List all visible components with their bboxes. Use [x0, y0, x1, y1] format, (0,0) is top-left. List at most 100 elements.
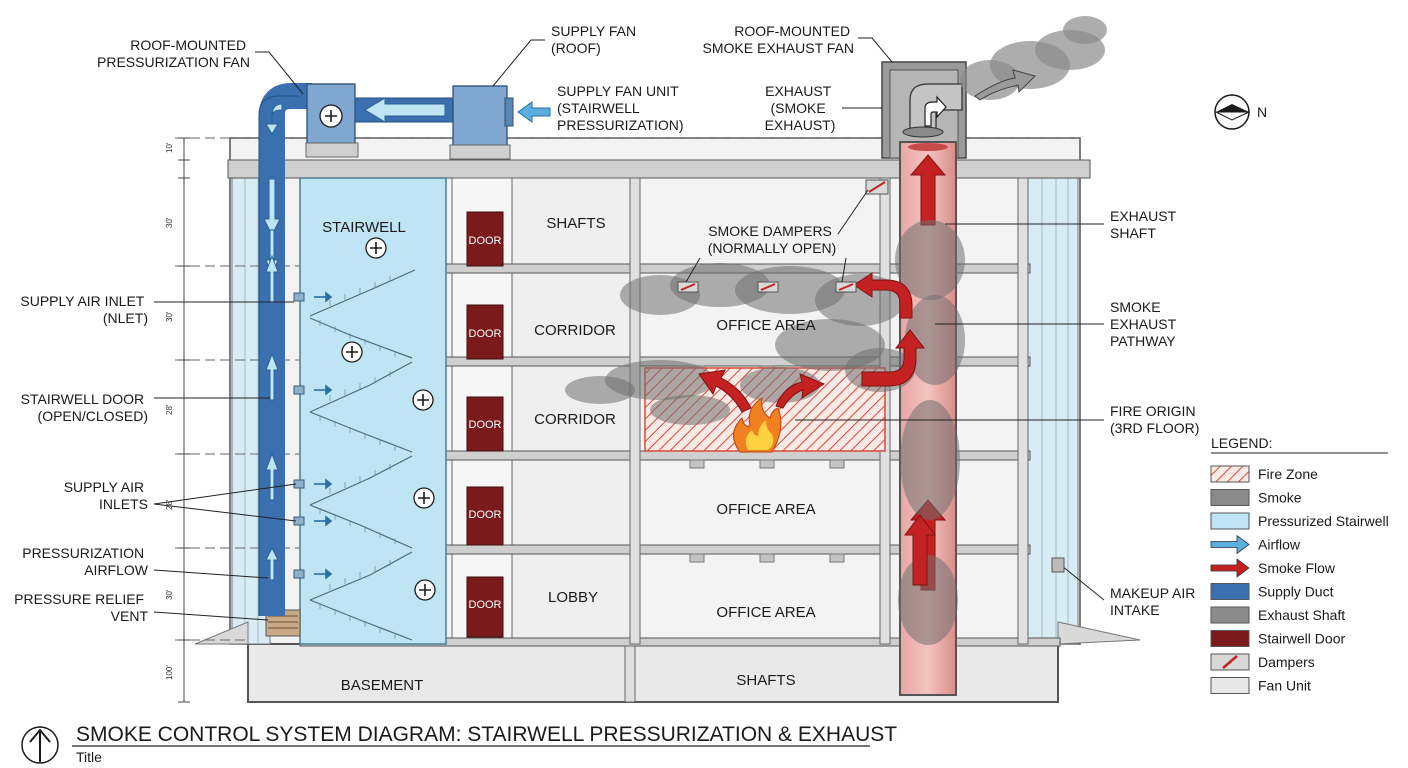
- basement-label: BASEMENT: [341, 677, 424, 694]
- callout-supply-fan-roof: SUPPLY FAN (ROOF): [551, 23, 640, 56]
- legend-item-pressurized-stairwell: Pressurized Stairwell: [1210, 512, 1389, 530]
- callout-exhaust: EXHAUST (SMOKE EXHAUST): [765, 83, 836, 133]
- office-area-1-label: OFFICE AREA: [716, 604, 815, 621]
- corridor-3-label: CORRIDOR: [534, 411, 616, 428]
- callouts: ROOF-MOUNTED PRESSURIZATION FAN SUPPLY F…: [14, 23, 1199, 624]
- dimension-string: 10' 30' 30' 28' 28' 30' 100': [165, 137, 190, 703]
- legend-label-9: Fan Unit: [1258, 678, 1311, 694]
- callout-supply-air-inlets: SUPPLY AIR INLETS: [64, 479, 148, 512]
- corridor-4-label: CORRIDOR: [534, 322, 616, 339]
- legend-label-8: Dampers: [1258, 654, 1315, 670]
- curtain-wall-right: [1027, 177, 1079, 645]
- dim-label-4: 28': [165, 404, 174, 415]
- legend-label-4: Smoke Flow: [1258, 560, 1336, 576]
- callout-stairwell-door: STAIRWELL DOOR (OPEN/CLOSED): [21, 391, 148, 424]
- dim-label-3: 30': [165, 311, 174, 322]
- legend-item-smoke-flow: Smoke Flow: [1210, 558, 1336, 578]
- supply-fan-unit: [452, 85, 508, 147]
- door-label-1: DOOR: [469, 599, 502, 611]
- room-labels: STAIRWELL SHAFTS CORRIDOR CORRIDOR LOBBY…: [322, 215, 815, 694]
- legend-swatch-7: [1210, 630, 1250, 647]
- stairwell-doors: DOOR DOOR DOOR DOOR DOOR: [466, 211, 504, 638]
- shafts-top-label: SHAFTS: [546, 215, 605, 232]
- legend-heading: LEGEND:: [1211, 435, 1272, 451]
- legend-swatch-0: [1210, 465, 1250, 483]
- damper-blades: [680, 181, 886, 291]
- stair-treads: [319, 276, 396, 639]
- fire-icon: [733, 397, 782, 453]
- legend-label-6: Exhaust Shaft: [1258, 607, 1345, 623]
- callout-pressure-relief-vent: PRESSURE RELIEF VENT: [14, 591, 148, 624]
- legend-item-supply-duct: Supply Duct: [1210, 583, 1334, 600]
- dim-label-5: 28': [165, 499, 174, 510]
- legend-label-5: Supply Duct: [1258, 584, 1334, 600]
- shafts-bottom-label: SHAFTS: [736, 672, 795, 689]
- legend-item-stairwell-door: Stairwell Door: [1210, 630, 1345, 647]
- office-area-2-label: OFFICE AREA: [716, 501, 815, 518]
- legend-label-1: Smoke: [1258, 490, 1302, 506]
- north-arrow-compass: N: [1214, 94, 1267, 130]
- callout-supply-fan-unit: SUPPLY FAN UNIT (STAIRWELL PRESSURIZATIO…: [557, 83, 684, 133]
- callout-pressurization-airflow: PRESSURIZATION AIRFLOW: [22, 545, 149, 578]
- callout-smoke-dampers: SMOKE DAMPERS (NORMALLY OPEN): [708, 223, 837, 256]
- office-area-4-label: OFFICE AREA: [716, 317, 815, 334]
- compass-letter: N: [1257, 104, 1267, 120]
- stairwell-door-3: [466, 396, 504, 452]
- legend-swatch-2: [1210, 512, 1250, 530]
- ground-left: [194, 621, 249, 645]
- fan-base-right: [449, 144, 511, 160]
- callout-roof-pressurization-fan: ROOF-MOUNTED PRESSURIZATION FAN: [97, 37, 250, 70]
- legend-label-0: Fire Zone: [1258, 466, 1318, 482]
- stairwell-door-5: [466, 211, 504, 267]
- door-label-5: DOOR: [469, 235, 502, 247]
- diagram-subtitle: Title: [76, 749, 102, 765]
- roof-slab: [227, 159, 1091, 179]
- callout-exhaust-shaft: EXHAUST SHAFT: [1110, 208, 1180, 241]
- legend-item-fan-unit: Fan Unit: [1210, 677, 1311, 694]
- callout-smoke-exhaust-pathway: SMOKE EXHAUST PATHWAY: [1110, 299, 1180, 349]
- legend-swatch-6: [1210, 606, 1250, 624]
- legend-swatch-4: [1210, 558, 1250, 578]
- legend-item-exhaust-shaft: Exhaust Shaft: [1210, 606, 1345, 624]
- dim-label-6: 30': [165, 589, 174, 600]
- legend-item-dampers: Dampers: [1210, 653, 1315, 671]
- door-label-4: DOOR: [469, 328, 502, 340]
- stairwell-door-1: [466, 576, 504, 638]
- legend-item-fire-zone: Fire Zone: [1210, 465, 1318, 483]
- dim-label-2: 30': [165, 217, 174, 228]
- fan-base-left: [305, 142, 359, 158]
- legend-label-3: Airflow: [1258, 537, 1301, 553]
- fan-intake-arrow: [517, 101, 551, 123]
- legend-damper-blade: [1222, 655, 1238, 669]
- legend-swatch-9: [1210, 677, 1250, 694]
- roof-smoke-plume: [960, 16, 1107, 100]
- legend-item-smoke: Smoke: [1210, 489, 1302, 506]
- legend-item-airflow: Airflow: [1210, 534, 1301, 555]
- legend-swatch-5: [1210, 583, 1250, 600]
- stairwell-label: STAIRWELL: [322, 219, 406, 236]
- stairwell: [265, 177, 447, 645]
- ground-right: [1057, 621, 1141, 645]
- stairwell-door-4: [466, 304, 504, 360]
- shaft-column: [511, 177, 631, 645]
- smoke-cloud: [565, 220, 965, 645]
- makeup-air-louver: [1051, 557, 1065, 573]
- north-arrow-icon: [29, 728, 51, 762]
- legend-label-2: Pressurized Stairwell: [1258, 513, 1389, 529]
- legend-label-7: Stairwell Door: [1258, 631, 1345, 647]
- smoke-flow-arrows: [698, 272, 936, 586]
- plus-glyphs: [346, 242, 431, 596]
- dim-label-7: 100': [165, 665, 174, 680]
- door-label-2: DOOR: [469, 509, 502, 521]
- duct-airflow-arrows: [263, 97, 446, 581]
- diagram-title: SMOKE CONTROL SYSTEM DIAGRAM: STAIRWELL …: [76, 723, 897, 746]
- callout-roof-exhaust-fan: ROOF-MOUNTED SMOKE EXHAUST FAN: [703, 23, 854, 56]
- stairwell-door-2: [466, 486, 504, 546]
- inlet-arrows: [314, 291, 333, 580]
- supply-duct-system: [258, 83, 551, 616]
- callout-supply-air-inlet: SUPPLY AIR INLET (NLET): [20, 293, 148, 326]
- callout-fire-origin: FIRE ORIGIN (3RD FLOOR): [1110, 403, 1199, 436]
- callout-makeup-air: MAKEUP AIR INTAKE: [1110, 585, 1199, 618]
